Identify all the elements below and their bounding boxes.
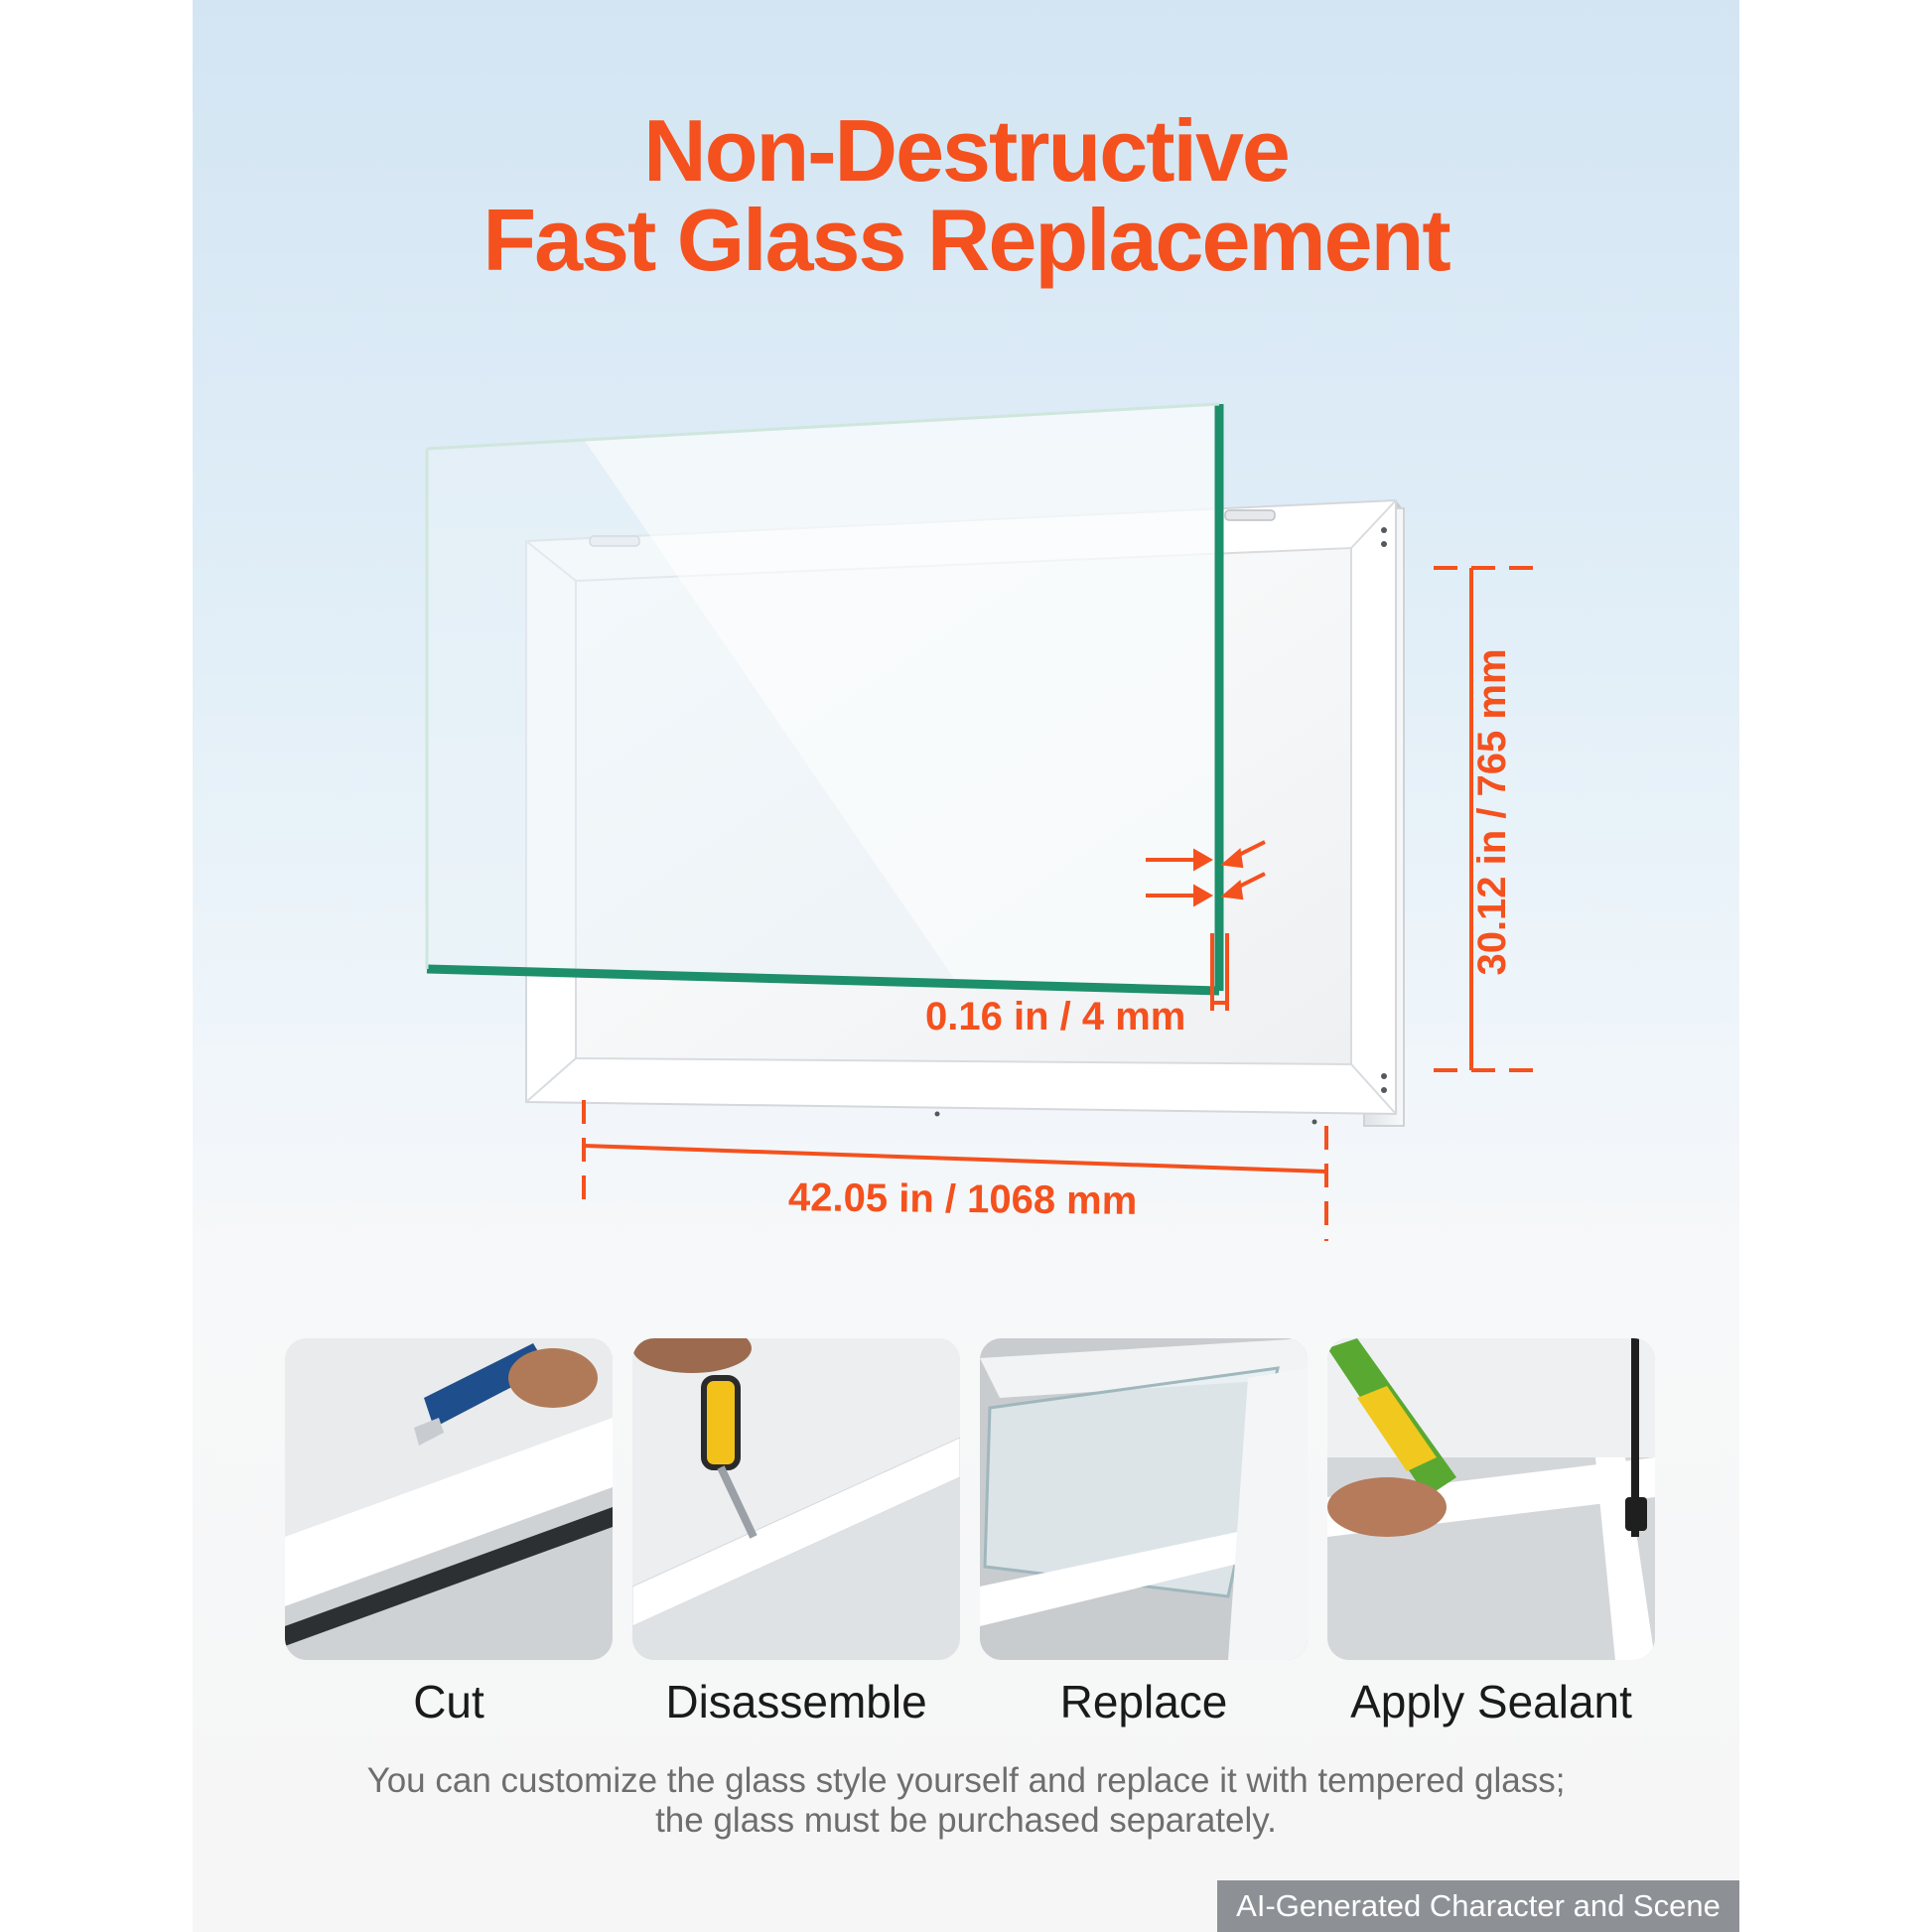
height-label: 30.12 in / 765 mm [1470, 648, 1514, 976]
height-dimension-line [1434, 566, 1543, 1072]
window-glass-illustration [425, 402, 1543, 1241]
step-label-cut: Cut [413, 1676, 484, 1727]
step-label-disassemble: Disassemble [665, 1676, 927, 1727]
screwdriver-icon [632, 1338, 960, 1660]
headline-line-2: Fast Glass Replacement [483, 191, 1450, 289]
footnote-line-1: You can customize the glass style yourse… [366, 1761, 1566, 1800]
thickness-arrows [1146, 840, 1266, 1011]
footnote-line-2: the glass must be purchased separately. [655, 1801, 1277, 1840]
step-photo-replace [980, 1338, 1308, 1660]
utility-knife-icon [285, 1338, 613, 1660]
step-photo-cut [285, 1338, 613, 1660]
product-panel: Non-Destructive Fast Glass Replacement [193, 0, 1739, 1932]
glass-thickness-label: 0.16 in / 4 mm [925, 995, 1186, 1038]
footnote: You can customize the glass style yourse… [193, 1761, 1739, 1841]
ai-generated-badge: AI-Generated Character and Scene [1217, 1880, 1739, 1932]
step-label-apply-sealant: Apply Sealant [1350, 1676, 1632, 1727]
step-photo-apply-sealant [1327, 1338, 1655, 1660]
width-label: 42.05 in / 1068 mm [787, 1175, 1138, 1223]
caulk-gun-icon [1327, 1338, 1655, 1660]
glass-pane [425, 402, 1224, 996]
headline-line-1: Non-Destructive [643, 101, 1291, 200]
glass-pane-icon [980, 1338, 1308, 1660]
step-photo-disassemble [632, 1338, 960, 1660]
width-dimension-line [582, 1100, 1328, 1241]
step-label-replace: Replace [1059, 1676, 1228, 1727]
